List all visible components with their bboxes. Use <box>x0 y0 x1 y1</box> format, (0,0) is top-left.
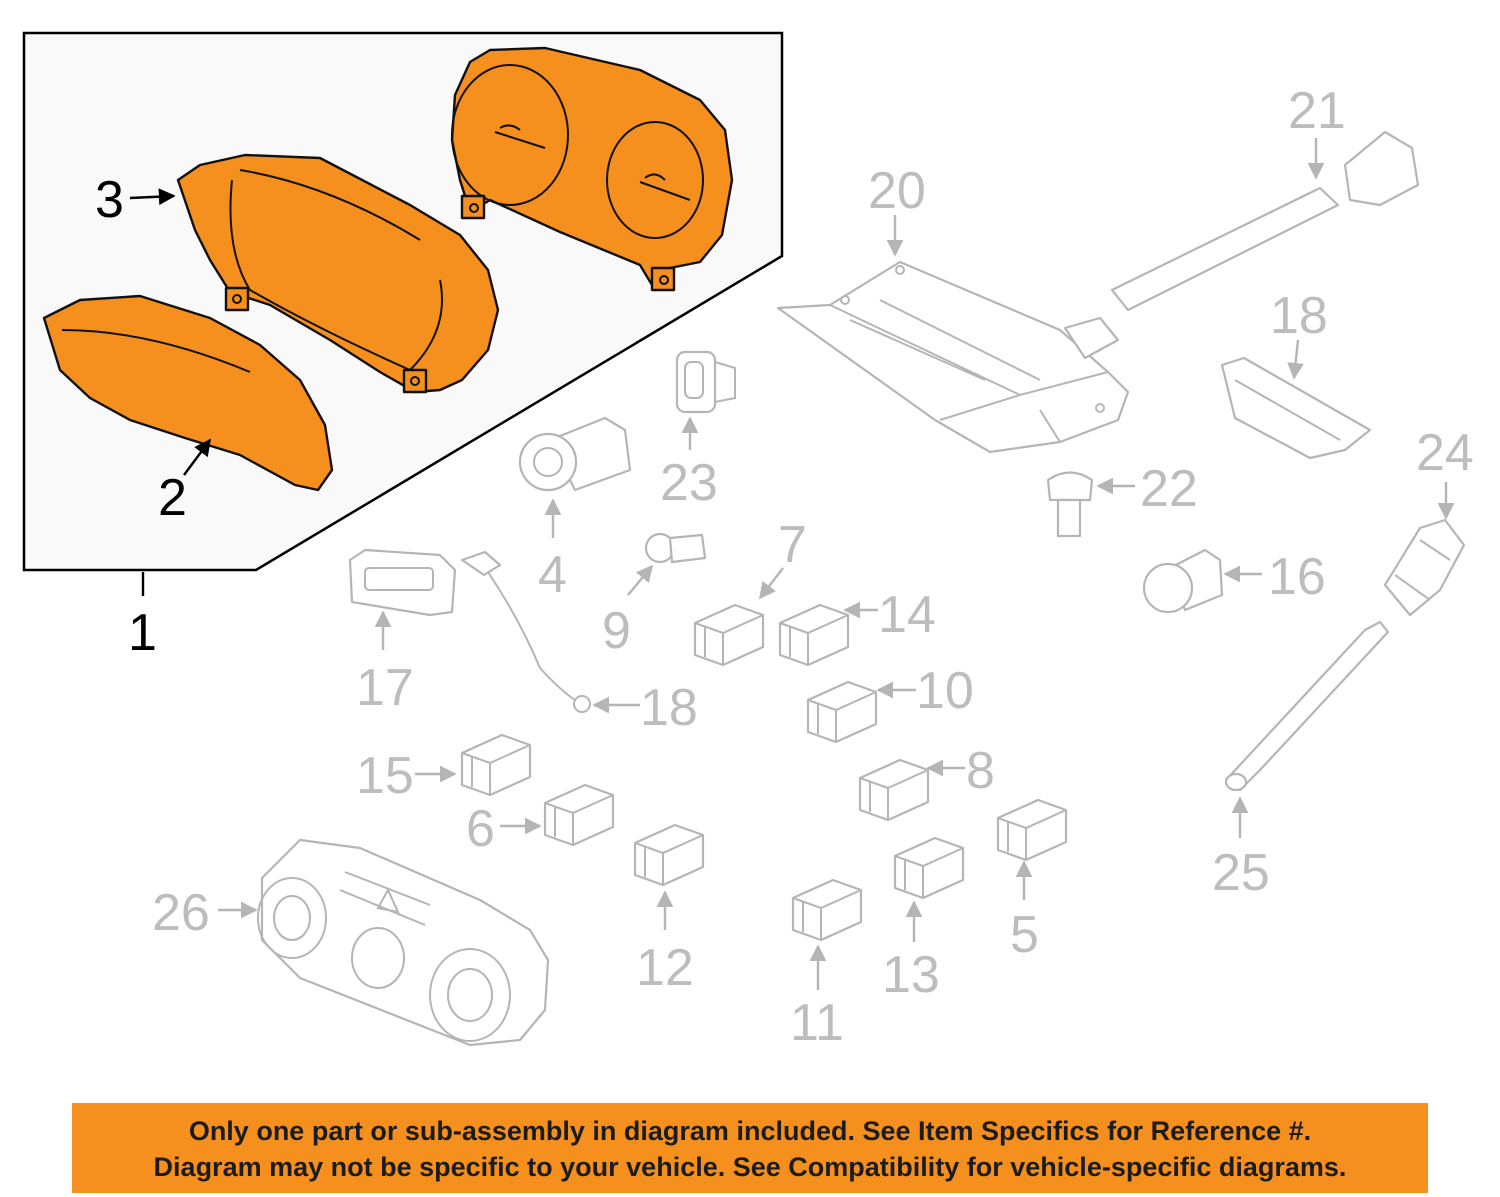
part-23-switch <box>675 350 736 414</box>
part-10-switch <box>806 680 878 744</box>
callout-19: 18 <box>1270 287 1328 345</box>
part-13-switch <box>893 836 965 900</box>
callout-4: 4 <box>538 546 567 604</box>
part-18-wire <box>460 550 591 713</box>
part-15-switch <box>460 733 532 797</box>
part-20-bracket <box>776 260 1130 454</box>
part-11-switch <box>791 878 863 942</box>
disclaimer-line-2: Diagram may not be specific to your vehi… <box>153 1152 1347 1182</box>
disclaimer-banner: Only one part or sub-assembly in diagram… <box>72 1103 1428 1193</box>
callout-25: 25 <box>1212 844 1270 902</box>
callout-24: 24 <box>1416 424 1474 482</box>
callout-6: 6 <box>466 800 495 858</box>
part-14-switch <box>778 603 850 667</box>
callout-13: 13 <box>882 946 940 1004</box>
callout-21: 21 <box>1288 82 1346 140</box>
part-9-bulb <box>644 532 707 564</box>
part-6-switch <box>543 783 615 847</box>
disclaimer-line-1: Only one part or sub-assembly in diagram… <box>188 1116 1312 1146</box>
callout-26: 26 <box>152 884 210 942</box>
part-25-rod <box>1224 620 1390 792</box>
callout-12: 12 <box>636 939 694 997</box>
callout-3: 3 <box>95 171 124 229</box>
callout-11: 11 <box>790 994 844 1052</box>
callout-8: 8 <box>966 742 995 800</box>
cluster-lens <box>42 294 334 492</box>
callout-17: 17 <box>356 659 414 717</box>
part-21-cable <box>1063 130 1420 360</box>
part-17-vent <box>348 548 457 617</box>
part-26-control-panel <box>257 838 550 1047</box>
callout-1: 1 <box>128 604 157 662</box>
part-8-switch <box>858 758 930 822</box>
cluster-rear-housing <box>450 46 734 292</box>
callout-10: 10 <box>916 662 974 720</box>
part-16-socket <box>1142 548 1224 614</box>
callout-2: 2 <box>158 469 187 527</box>
callout-23: 23 <box>660 454 718 512</box>
part-19-module <box>1220 356 1372 460</box>
part-5-switch <box>996 798 1068 862</box>
part-24-switch <box>1383 518 1466 617</box>
callout-7: 7 <box>778 516 807 574</box>
callout-20: 20 <box>868 162 926 220</box>
callout-5: 5 <box>1010 906 1039 964</box>
part-22-clip <box>1046 471 1094 538</box>
callout-14: 14 <box>878 586 936 644</box>
callout-22: 22 <box>1140 460 1198 518</box>
callout-16: 16 <box>1268 548 1326 606</box>
part-4-socket <box>518 416 632 492</box>
callout-18: 18 <box>640 679 698 737</box>
part-12-switch <box>633 823 705 887</box>
callout-15: 15 <box>356 747 414 805</box>
cluster-mid-housing <box>176 153 500 394</box>
callout-9: 9 <box>602 602 631 660</box>
part-7-switch <box>693 603 765 667</box>
